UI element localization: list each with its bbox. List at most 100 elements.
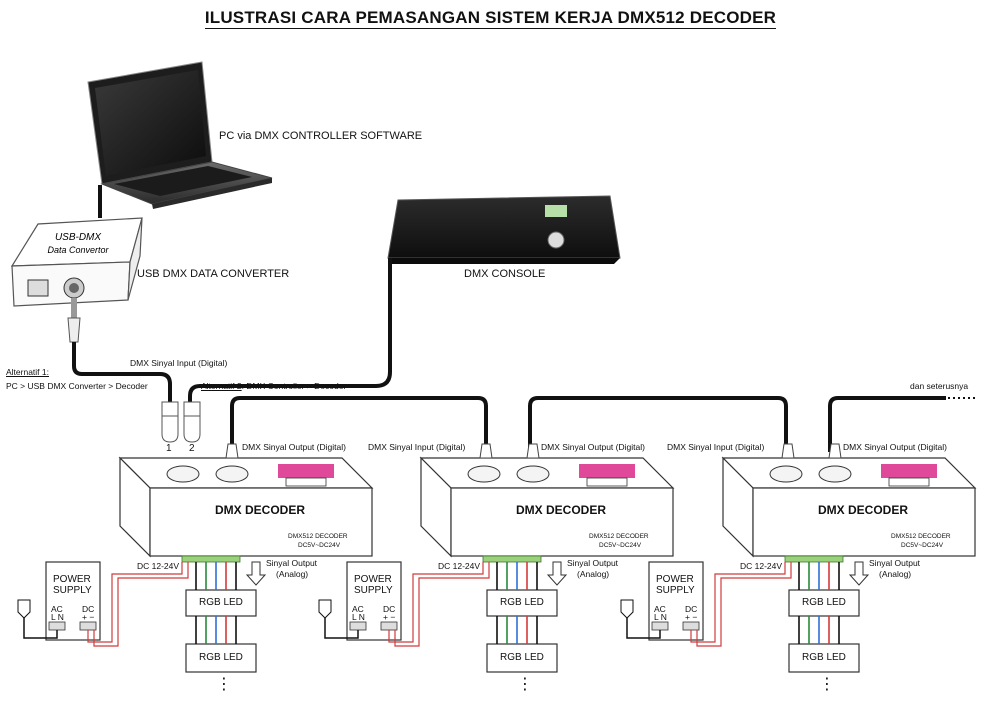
signal-analog-label: (Analog) xyxy=(879,569,912,579)
dc-terminal xyxy=(682,621,700,631)
ps-ac-label: AC xyxy=(51,604,63,614)
rgb-led-label-1: RGB LED xyxy=(802,597,846,608)
dc-terminal xyxy=(380,621,398,631)
rgb-led-label-2: RGB LED xyxy=(199,652,243,663)
ps-ln-label: L N xyxy=(654,612,667,622)
ac-plug xyxy=(620,599,634,619)
terminal-strip xyxy=(181,555,241,563)
decoder-unit-3 xyxy=(620,443,977,673)
dc-voltage-label: DC 12-24V xyxy=(137,561,180,571)
decoder-label: DMX DECODER xyxy=(818,503,909,517)
continuation-dots: ⋮ xyxy=(216,676,232,693)
signal-output-arrow xyxy=(848,561,870,586)
signal-output-label: Sinyal Output xyxy=(869,558,921,568)
dip-switch-legend xyxy=(888,477,930,487)
dmx-output-label-3: DMX Sinyal Output (Digital) xyxy=(843,442,947,452)
ac-plug xyxy=(17,599,31,619)
decoder-unit-1 xyxy=(17,443,374,673)
rgb-led-label-1: RGB LED xyxy=(199,597,243,608)
dmx-console-illustration xyxy=(387,195,621,264)
power-wire-neg xyxy=(394,562,490,647)
ps-pm-label: + − xyxy=(383,612,396,622)
rgb-led-box-2 xyxy=(486,643,558,673)
decoder-label: DMX DECODER xyxy=(215,503,306,517)
input-plug xyxy=(479,443,493,459)
dc-voltage-label: DC 12-24V xyxy=(740,561,783,571)
usb-box-label-2: Data Convertor xyxy=(47,245,109,255)
ac-terminal xyxy=(651,621,669,631)
port-1-label: 1 xyxy=(166,443,172,454)
decoder-front-face xyxy=(752,487,976,557)
dip-switch-block xyxy=(278,464,334,478)
usb-box-label-1: USB-DMX xyxy=(55,232,101,243)
signal-analog-label: (Analog) xyxy=(276,569,309,579)
signal-analog-label: (Analog) xyxy=(577,569,610,579)
etc-label: dan seterusnya xyxy=(910,381,969,391)
rgb-led-box-1 xyxy=(788,589,860,617)
alt2-desc: : DMX Controller > Decoder xyxy=(241,381,347,391)
ac-cable xyxy=(626,618,661,639)
ac-cable xyxy=(23,618,58,639)
dmx-input-label-2: DMX Sinyal Input (Digital) xyxy=(368,442,466,452)
signal-output-label: Sinyal Output xyxy=(266,558,318,568)
dc-voltage-label: DC 12-24V xyxy=(438,561,481,571)
dmx-console-label: DMX CONSOLE xyxy=(464,268,546,280)
rgb-led-label-2: RGB LED xyxy=(802,652,846,663)
power-wire-neg xyxy=(93,562,189,647)
alt2-title: Alternatif 2 xyxy=(201,381,242,391)
decoder-side-text-2: DC5V~DC24V xyxy=(599,542,642,549)
input-plug-2 xyxy=(183,401,201,443)
dmx-input-label-3: DMX Sinyal Input (Digital) xyxy=(667,442,765,452)
signal-output-arrow xyxy=(245,561,267,586)
power-supply-label-1: POWER xyxy=(53,574,91,585)
power-supply-label-2: SUPPLY xyxy=(53,585,92,596)
usb-converter-label: USB DMX DATA CONVERTER xyxy=(137,268,290,280)
continuation-dots: ⋮ xyxy=(517,676,533,693)
power-wire-pos xyxy=(388,562,484,643)
page-title: ILUSTRASI CARA PEMASANGAN SISTEM KERJA D… xyxy=(204,8,777,29)
terminal-strip xyxy=(784,555,844,563)
power-supply-label-2: SUPPLY xyxy=(354,585,393,596)
rgb-led-box-1 xyxy=(185,589,257,617)
input-plug xyxy=(781,443,795,459)
ps-dc-label: DC xyxy=(383,604,396,614)
decoder-front-face xyxy=(450,487,674,557)
dc-terminal xyxy=(79,621,97,631)
ps-ac-label: AC xyxy=(654,604,666,614)
continuation-dots: ⋮ xyxy=(819,676,835,693)
decoder-side-text-2: DC5V~DC24V xyxy=(298,542,341,549)
xlr-output-socket xyxy=(818,465,852,483)
dip-switch-block xyxy=(579,464,635,478)
output-plug xyxy=(828,443,842,459)
ps-pm-label: + − xyxy=(685,612,698,622)
dip-switch-legend xyxy=(285,477,327,487)
signal-output-label: Sinyal Output xyxy=(567,558,619,568)
output-plug xyxy=(225,443,239,459)
xlr-output-socket xyxy=(516,465,550,483)
terminal-strip xyxy=(482,555,542,563)
decoder-side-text-1: DMX512 DECODER xyxy=(288,533,348,540)
xlr-input-socket xyxy=(166,465,200,483)
power-wire-neg xyxy=(696,562,792,647)
pc-label: PC via DMX CONTROLLER SOFTWARE xyxy=(219,130,423,142)
rgb-led-box-2 xyxy=(788,643,860,673)
ac-plug xyxy=(318,599,332,619)
decoder-side-text-2: DC5V~DC24V xyxy=(901,542,944,549)
output-plug xyxy=(526,443,540,459)
alt1-title: Alternatif 1: xyxy=(6,367,49,377)
power-supply-label-1: POWER xyxy=(354,574,392,585)
decoder-side-text-1: DMX512 DECODER xyxy=(589,533,649,540)
ac-terminal xyxy=(48,621,66,631)
decoder-label: DMX DECODER xyxy=(516,503,607,517)
decoder-unit-2 xyxy=(318,443,675,673)
ps-ln-label: L N xyxy=(51,612,64,622)
usb-dmx-converter-illustration: USB-DMX Data Convertor xyxy=(10,217,143,307)
signal-output-arrow xyxy=(546,561,568,586)
alt2-label: Alternatif 2: DMX Controller > Decoder xyxy=(201,381,347,392)
dmx-input-label-main: DMX Sinyal Input (Digital) xyxy=(130,358,228,368)
xlr-input-socket xyxy=(769,465,803,483)
power-supply-label-1: POWER xyxy=(656,574,694,585)
port-2-label: 2 xyxy=(189,443,195,454)
dmx-output-label-2: DMX Sinyal Output (Digital) xyxy=(541,442,645,452)
